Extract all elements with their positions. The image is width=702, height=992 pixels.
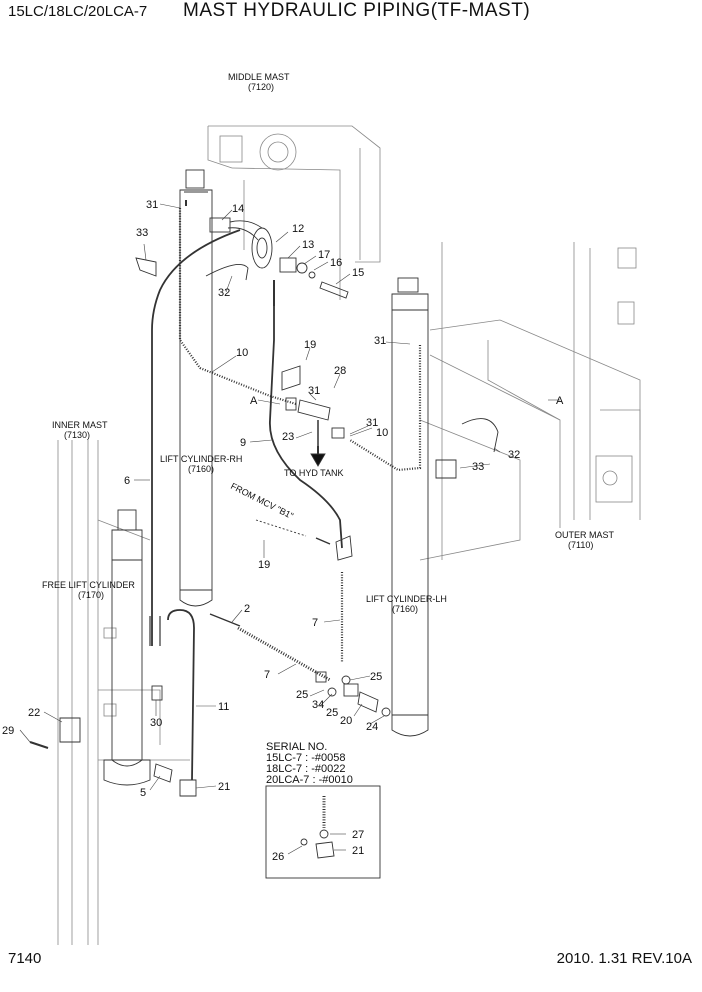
lift-cylinder-rh-label: LIFT CYLINDER-RH: [160, 454, 242, 464]
callout-32: 32: [508, 449, 520, 461]
callout-21: 21: [352, 845, 364, 857]
lift-cylinder-lh-code: (7160): [392, 604, 418, 614]
callout-25: 25: [296, 689, 308, 701]
bracket-19: [281, 365, 301, 391]
clamp-32-left: [205, 263, 249, 281]
callout-29: 29: [2, 725, 14, 737]
spacer-part-14: [209, 217, 231, 233]
spacer-30: [151, 685, 163, 701]
to-hyd-tank-label: TO HYD TANK: [284, 468, 344, 478]
valve-block-22: [59, 717, 81, 743]
lift-cylinder-rh-drawing: [179, 169, 213, 607]
inner-mast-code: (7130): [64, 430, 90, 440]
callout-28: 28: [334, 365, 346, 377]
revision-date: 2010. 1.31 REV.10A: [556, 950, 692, 967]
callout-31: 31: [308, 385, 320, 397]
callout-2: 2: [244, 603, 250, 615]
pipe-9: [269, 306, 343, 549]
hose-10-right: [349, 345, 422, 472]
callout-26: 26: [272, 851, 284, 863]
callout-17: 17: [318, 249, 330, 261]
elbow-fitting: [335, 535, 353, 561]
clamp-bracket-33-left: [135, 257, 157, 277]
callout-12: 12: [292, 223, 304, 235]
free-lift-cylinder-drawing: [103, 509, 151, 786]
tee-fitting-23: [297, 399, 331, 421]
serial-line-18lc: 18LC-7 : -#0022: [266, 763, 346, 775]
callout-24: 24: [366, 721, 378, 733]
free-lift-cylinder-label: FREE LIFT CYLINDER: [42, 580, 135, 590]
inner-mast-drawing: [57, 440, 190, 945]
lift-cylinder-rh-code: (7160): [188, 464, 214, 474]
clamp-32-right: [461, 418, 499, 453]
callout-22: 22: [28, 707, 40, 719]
callout-10: 10: [376, 427, 388, 439]
washer-part-16: [308, 271, 316, 279]
hose-11: [167, 609, 195, 781]
serial-line-15lc: 15LC-7 : -#0058: [266, 752, 346, 764]
hose-10-left: [178, 208, 297, 406]
view-marker-a-right: A: [556, 395, 564, 407]
callout-25: 25: [326, 707, 338, 719]
callout-6: 6: [124, 475, 130, 487]
callout-31: 31: [374, 335, 386, 347]
model-code: 15LC/18LC/20LCA-7: [8, 3, 148, 20]
lift-cylinder-lh-label: LIFT CYLINDER-LH: [366, 594, 447, 604]
elbow-fitting-21: [179, 779, 197, 797]
fitting-5: [153, 763, 173, 783]
from-mcv-label: FROM MCV "B1": [229, 481, 295, 521]
outer-mast-code: (7110): [568, 540, 593, 550]
callout-30: 30: [150, 717, 162, 729]
middle-mast-label: MIDDLE MAST: [228, 72, 290, 82]
callout-34: 34: [312, 699, 324, 711]
callout-19: 19: [304, 339, 316, 351]
inner-mast-label: INNER MAST: [52, 420, 108, 430]
callout-25: 25: [370, 671, 382, 683]
callout-31: 31: [146, 199, 158, 211]
callout-33: 33: [472, 461, 484, 473]
serial-line-20lca: 20LCA-7 : -#0010: [266, 774, 353, 786]
spacer-part-13: [279, 257, 297, 273]
page-title: MAST HYDRAULIC PIPING(TF-MAST): [183, 0, 531, 21]
bolt-part-15: [319, 281, 349, 299]
washer-part-17: [296, 262, 308, 274]
outer-mast-label: OUTER MAST: [555, 530, 615, 540]
clamp-bracket-33-right: [435, 459, 457, 479]
callout-10: 10: [236, 347, 248, 359]
callout-7: 7: [312, 617, 318, 629]
pipe-6: [151, 229, 241, 646]
callout-5: 5: [140, 787, 146, 799]
callout-15: 15: [352, 267, 364, 279]
outer-mast-drawing: [419, 242, 641, 561]
hose-7-diagonal: [237, 626, 331, 682]
callout-33: 33: [136, 227, 148, 239]
bolt-29: [29, 741, 49, 749]
callout-11: 11: [218, 701, 229, 713]
middle-mast-code: (7120): [248, 82, 274, 92]
middle-mast-drawing: [207, 125, 381, 300]
callout-9: 9: [240, 437, 246, 449]
callout-23: 23: [282, 431, 294, 443]
page-number: 7140: [8, 950, 42, 967]
callout-19: 19: [258, 559, 270, 571]
callout-7: 7: [264, 669, 270, 681]
view-marker-a-left: A: [250, 395, 258, 407]
callout-27: 27: [352, 829, 364, 841]
callout-16: 16: [330, 257, 342, 269]
callout-13: 13: [302, 239, 314, 251]
serial-title: SERIAL NO.: [266, 741, 327, 753]
sheave-drawing: [227, 220, 273, 269]
callout-32: 32: [218, 287, 230, 299]
callout-21: 21: [218, 781, 230, 793]
callout-31: 31: [366, 417, 378, 429]
callout-14: 14: [232, 203, 244, 215]
callout-20: 20: [340, 715, 352, 727]
serial-inset-box: [265, 785, 381, 879]
lift-cylinder-lh-drawing: [391, 277, 429, 737]
free-lift-cylinder-code: (7170): [78, 590, 104, 600]
